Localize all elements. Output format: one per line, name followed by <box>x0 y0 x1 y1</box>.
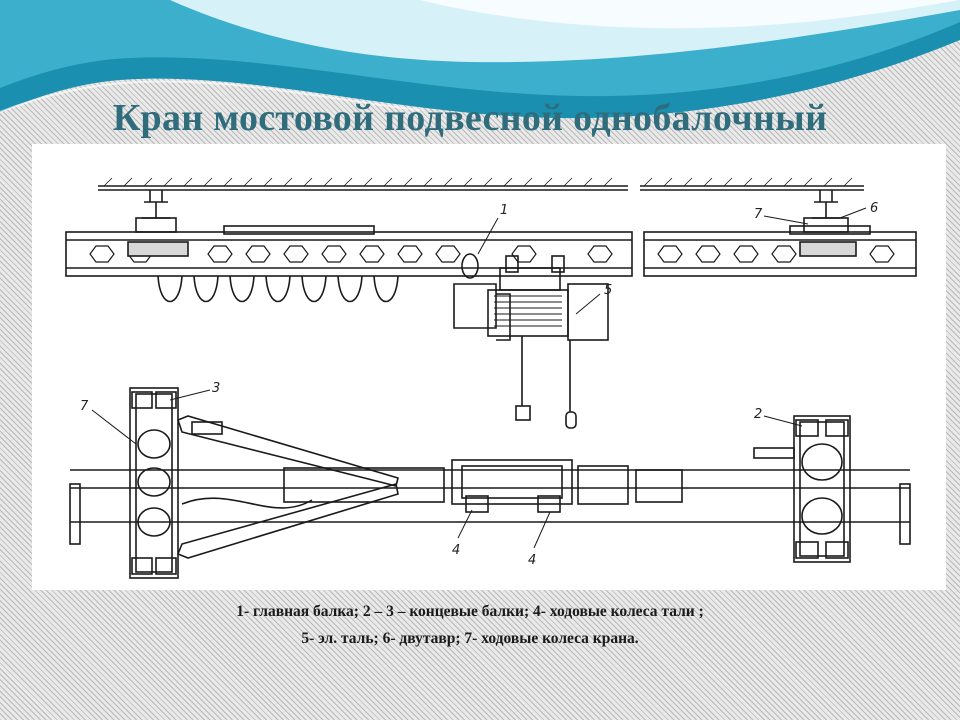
label-hoist: 5 <box>604 283 612 298</box>
label-crane-wheel-top: 7 <box>754 207 763 222</box>
ceiling-runway <box>98 177 864 191</box>
end-beam-left <box>129 387 179 579</box>
hoist-side-view <box>453 253 609 429</box>
label-crane-wheel-bottom: 7 <box>80 399 89 414</box>
label-end-beam-left: 3 <box>212 381 220 396</box>
label-end-beam-right: 2 <box>754 407 762 422</box>
end-beam-right <box>753 415 851 563</box>
cable-festoons <box>157 275 399 303</box>
label-hoist-wheel-b: 4 <box>528 553 536 568</box>
crane-drawing-svg: 1 5 6 7 3 7 2 4 4 <box>65 177 917 579</box>
slide-title: Кран мостовой подвесной однобалочный <box>112 97 828 139</box>
bracing-struts <box>176 415 445 559</box>
main-beam-plan <box>69 469 911 545</box>
hoist-trolley-plan <box>451 459 683 513</box>
technical-drawing: 1 5 6 7 3 7 2 4 4 <box>32 144 946 590</box>
i-beam-left <box>135 190 177 233</box>
legend-line-2: 5- эл. таль; 6- двутавр; 7- ходовые коле… <box>301 630 639 647</box>
header-wave-band <box>0 0 960 119</box>
leader-lines <box>91 207 867 549</box>
callout-labels: 1 5 6 7 3 7 2 4 4 <box>80 201 878 568</box>
label-main-beam: 1 <box>500 203 508 218</box>
label-hoist-wheel-a: 4 <box>452 543 460 558</box>
label-i-beam: 6 <box>870 201 878 216</box>
main-beam-side <box>65 225 917 277</box>
legend-line-1: 1- главная балка; 2 – 3 – концевые балки… <box>236 603 704 620</box>
